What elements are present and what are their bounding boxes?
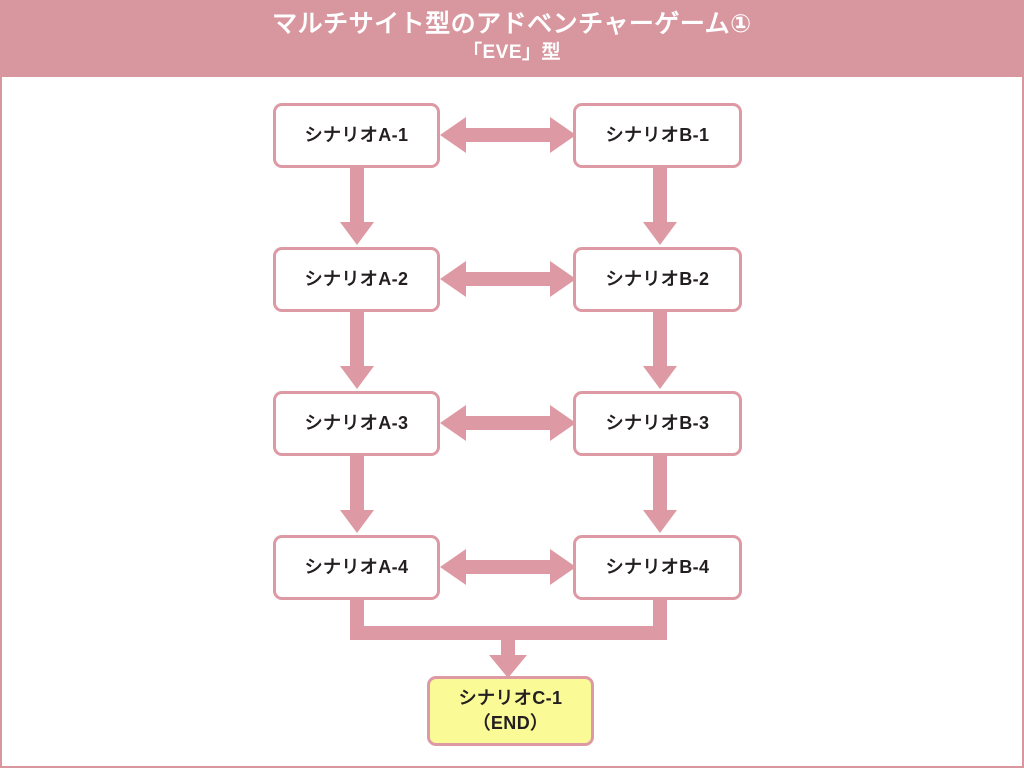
node-scenario-a4[interactable]: シナリオA-4	[273, 535, 440, 600]
node-label: シナリオB-3	[605, 413, 710, 433]
node-label-line2: （END）	[472, 713, 549, 733]
node-scenario-a2[interactable]: シナリオA-2	[273, 247, 440, 312]
node-label: シナリオA-4	[304, 557, 409, 577]
node-scenario-b4[interactable]: シナリオB-4	[573, 535, 742, 600]
node-scenario-c1-end[interactable]: シナリオC-1 （END）	[427, 676, 594, 746]
node-label: シナリオB-4	[605, 557, 710, 577]
node-label: シナリオA-1	[304, 125, 409, 145]
node-label: シナリオA-3	[304, 413, 409, 433]
node-scenario-b2[interactable]: シナリオB-2	[573, 247, 742, 312]
node-label-line1: シナリオC-1	[458, 688, 563, 708]
node-scenario-b1[interactable]: シナリオB-1	[573, 103, 742, 168]
node-label: シナリオB-2	[605, 269, 710, 289]
node-scenario-a1[interactable]: シナリオA-1	[273, 103, 440, 168]
diagram-canvas	[0, 77, 1024, 768]
node-label: シナリオA-2	[304, 269, 409, 289]
node-scenario-a3[interactable]: シナリオA-3	[273, 391, 440, 456]
page-subtitle: 「EVE」型	[462, 42, 562, 63]
page-title: マルチサイト型のアドベンチャーゲーム①	[272, 10, 752, 38]
page-header: マルチサイト型のアドベンチャーゲーム① 「EVE」型	[0, 0, 1024, 77]
node-scenario-b3[interactable]: シナリオB-3	[573, 391, 742, 456]
node-label: シナリオB-1	[605, 125, 710, 145]
